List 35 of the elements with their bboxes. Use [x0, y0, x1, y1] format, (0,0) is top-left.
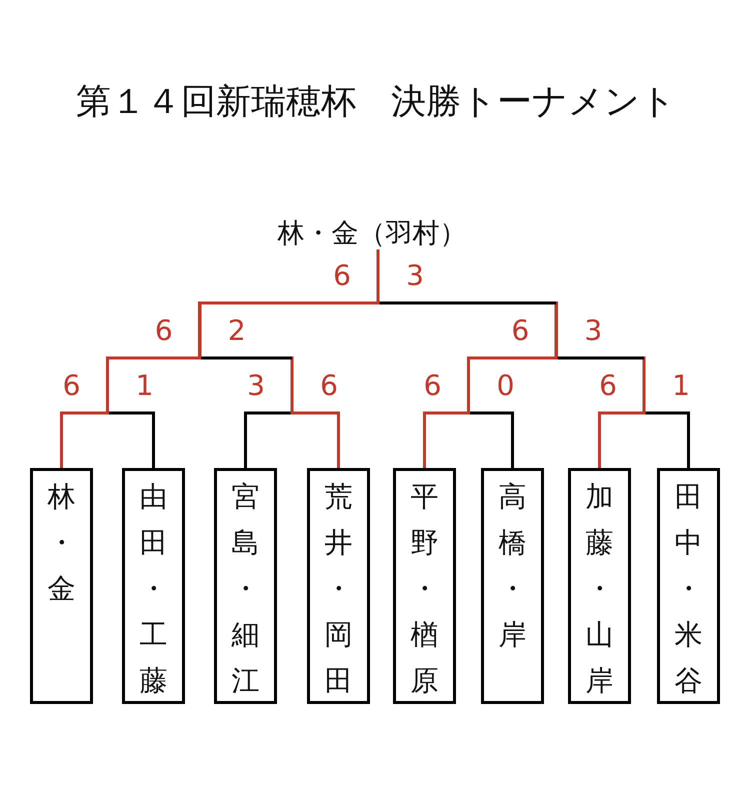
- bracket-line: [201, 356, 292, 360]
- score: 0: [496, 370, 514, 402]
- score: 6: [154, 314, 173, 348]
- team-box: [657, 468, 720, 704]
- score: 3: [584, 314, 602, 348]
- team-box: [393, 468, 456, 704]
- team-box: [568, 468, 631, 704]
- bracket-line: [558, 356, 644, 360]
- team-box: [122, 468, 185, 704]
- team-name: 加藤・山岸: [584, 479, 614, 699]
- score: 3: [247, 370, 265, 402]
- score: 1: [136, 370, 154, 402]
- diagram-title: 第１４回新瑞穂杯 決勝トーナメント: [76, 82, 676, 122]
- team-box: [307, 468, 370, 704]
- team-name: 林・金: [46, 479, 76, 607]
- score: 3: [406, 260, 424, 292]
- score: 2: [228, 314, 246, 348]
- team-box: [481, 468, 544, 704]
- team-name: 平野・楢原: [410, 479, 440, 699]
- winner-name: 林・金（羽村）: [278, 218, 466, 250]
- score: 6: [511, 314, 530, 348]
- team-name: 田中・米谷: [674, 479, 704, 699]
- score: 6: [62, 370, 80, 402]
- bracket-line: [380, 302, 556, 304]
- score: 1: [672, 370, 690, 402]
- team-box: [30, 468, 93, 704]
- team-name: 由田・工藤: [138, 479, 168, 699]
- team-name: 高橋・岸: [498, 479, 528, 653]
- team-name: 荒井・岡田: [324, 479, 354, 699]
- score: 6: [599, 370, 617, 402]
- score: 6: [333, 260, 351, 292]
- score: 6: [424, 370, 442, 402]
- team-name: 宮島・細江: [230, 479, 260, 699]
- score: 6: [320, 370, 338, 402]
- team-box: [214, 468, 277, 704]
